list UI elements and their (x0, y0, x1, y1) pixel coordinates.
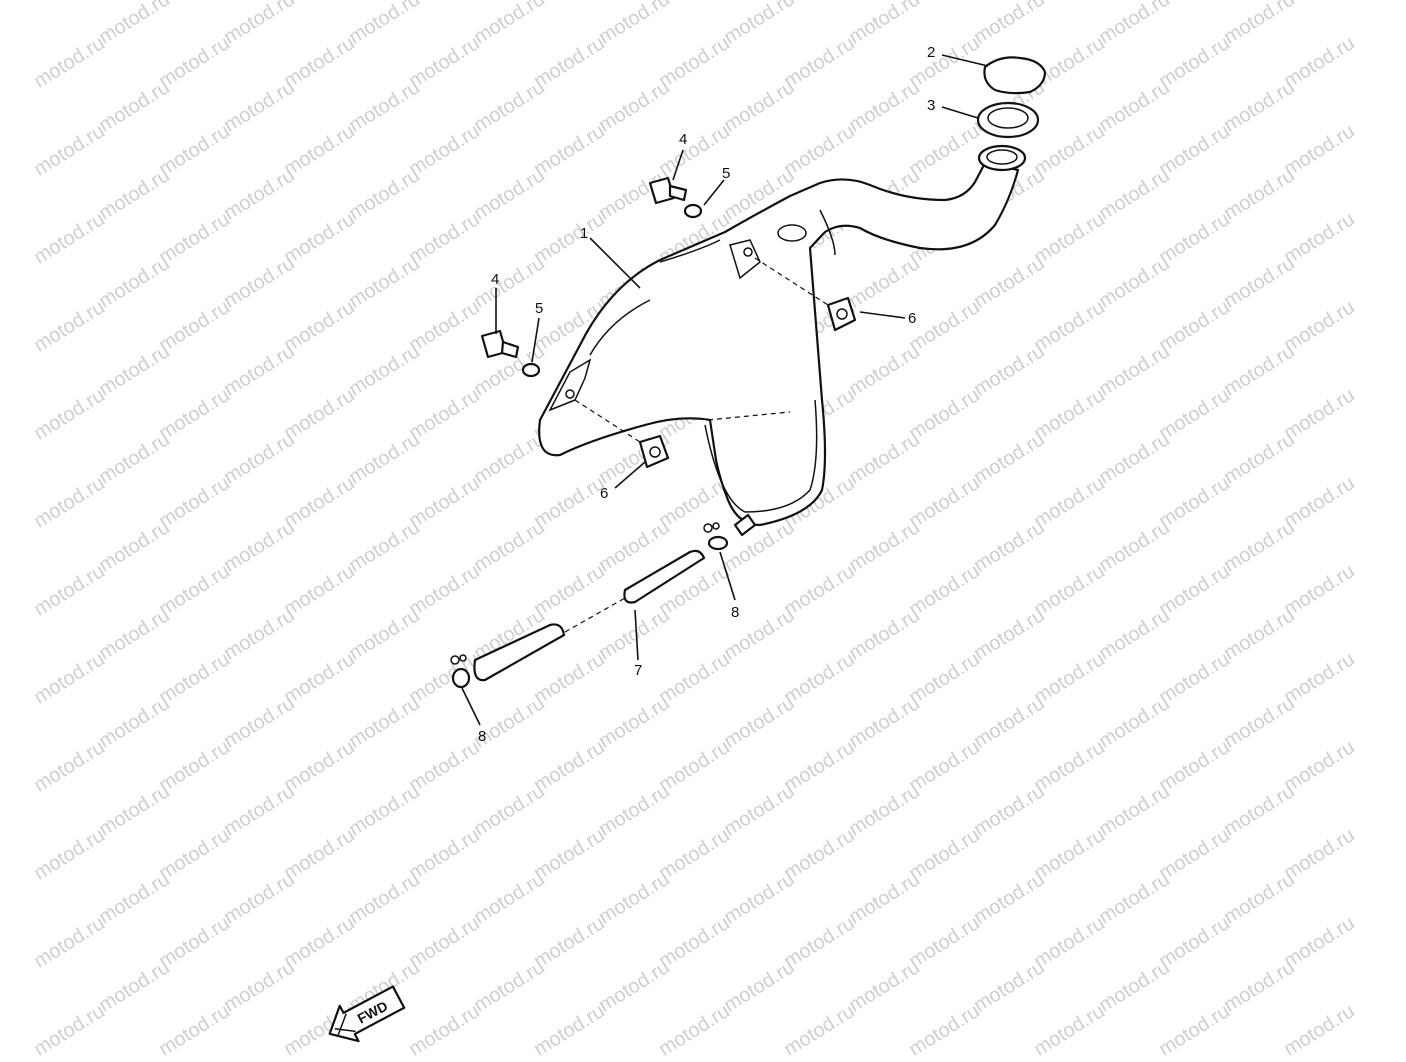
damper-left (638, 434, 670, 469)
filler-cap (983, 56, 1047, 95)
fwd-arrow: FWD (328, 985, 406, 1043)
damper-right (826, 296, 857, 332)
oil-tank (538, 161, 1020, 527)
callouts: 1 2 3 4 5 4 5 6 6 7 8 8 (478, 44, 935, 745)
washer-lower (521, 362, 541, 378)
callout-8-upper: 8 (731, 604, 739, 621)
callout-6-right: 6 (908, 310, 916, 327)
leader-lines (461, 54, 989, 726)
clamp-lower (450, 654, 471, 689)
callout-7: 7 (634, 662, 642, 679)
washer-upper (683, 203, 703, 219)
callout-4-upper: 4 (679, 131, 687, 148)
callout-2: 2 (927, 44, 935, 61)
callout-5-lower: 5 (535, 300, 543, 317)
callout-8-lower: 8 (478, 728, 486, 745)
assembly-lines (564, 257, 829, 633)
bolt-lower (480, 329, 520, 359)
outlet-fitting (733, 513, 757, 537)
hose-upper (623, 549, 706, 604)
callout-1: 1 (580, 225, 588, 242)
bolt-upper (648, 176, 688, 205)
callout-4-lower: 4 (491, 271, 499, 288)
hose-lower (473, 623, 566, 682)
callout-3: 3 (927, 97, 935, 114)
grommet (976, 101, 1040, 172)
callout-5-upper: 5 (722, 165, 730, 182)
clamp-upper (703, 522, 729, 551)
callout-6-left: 6 (600, 485, 608, 502)
